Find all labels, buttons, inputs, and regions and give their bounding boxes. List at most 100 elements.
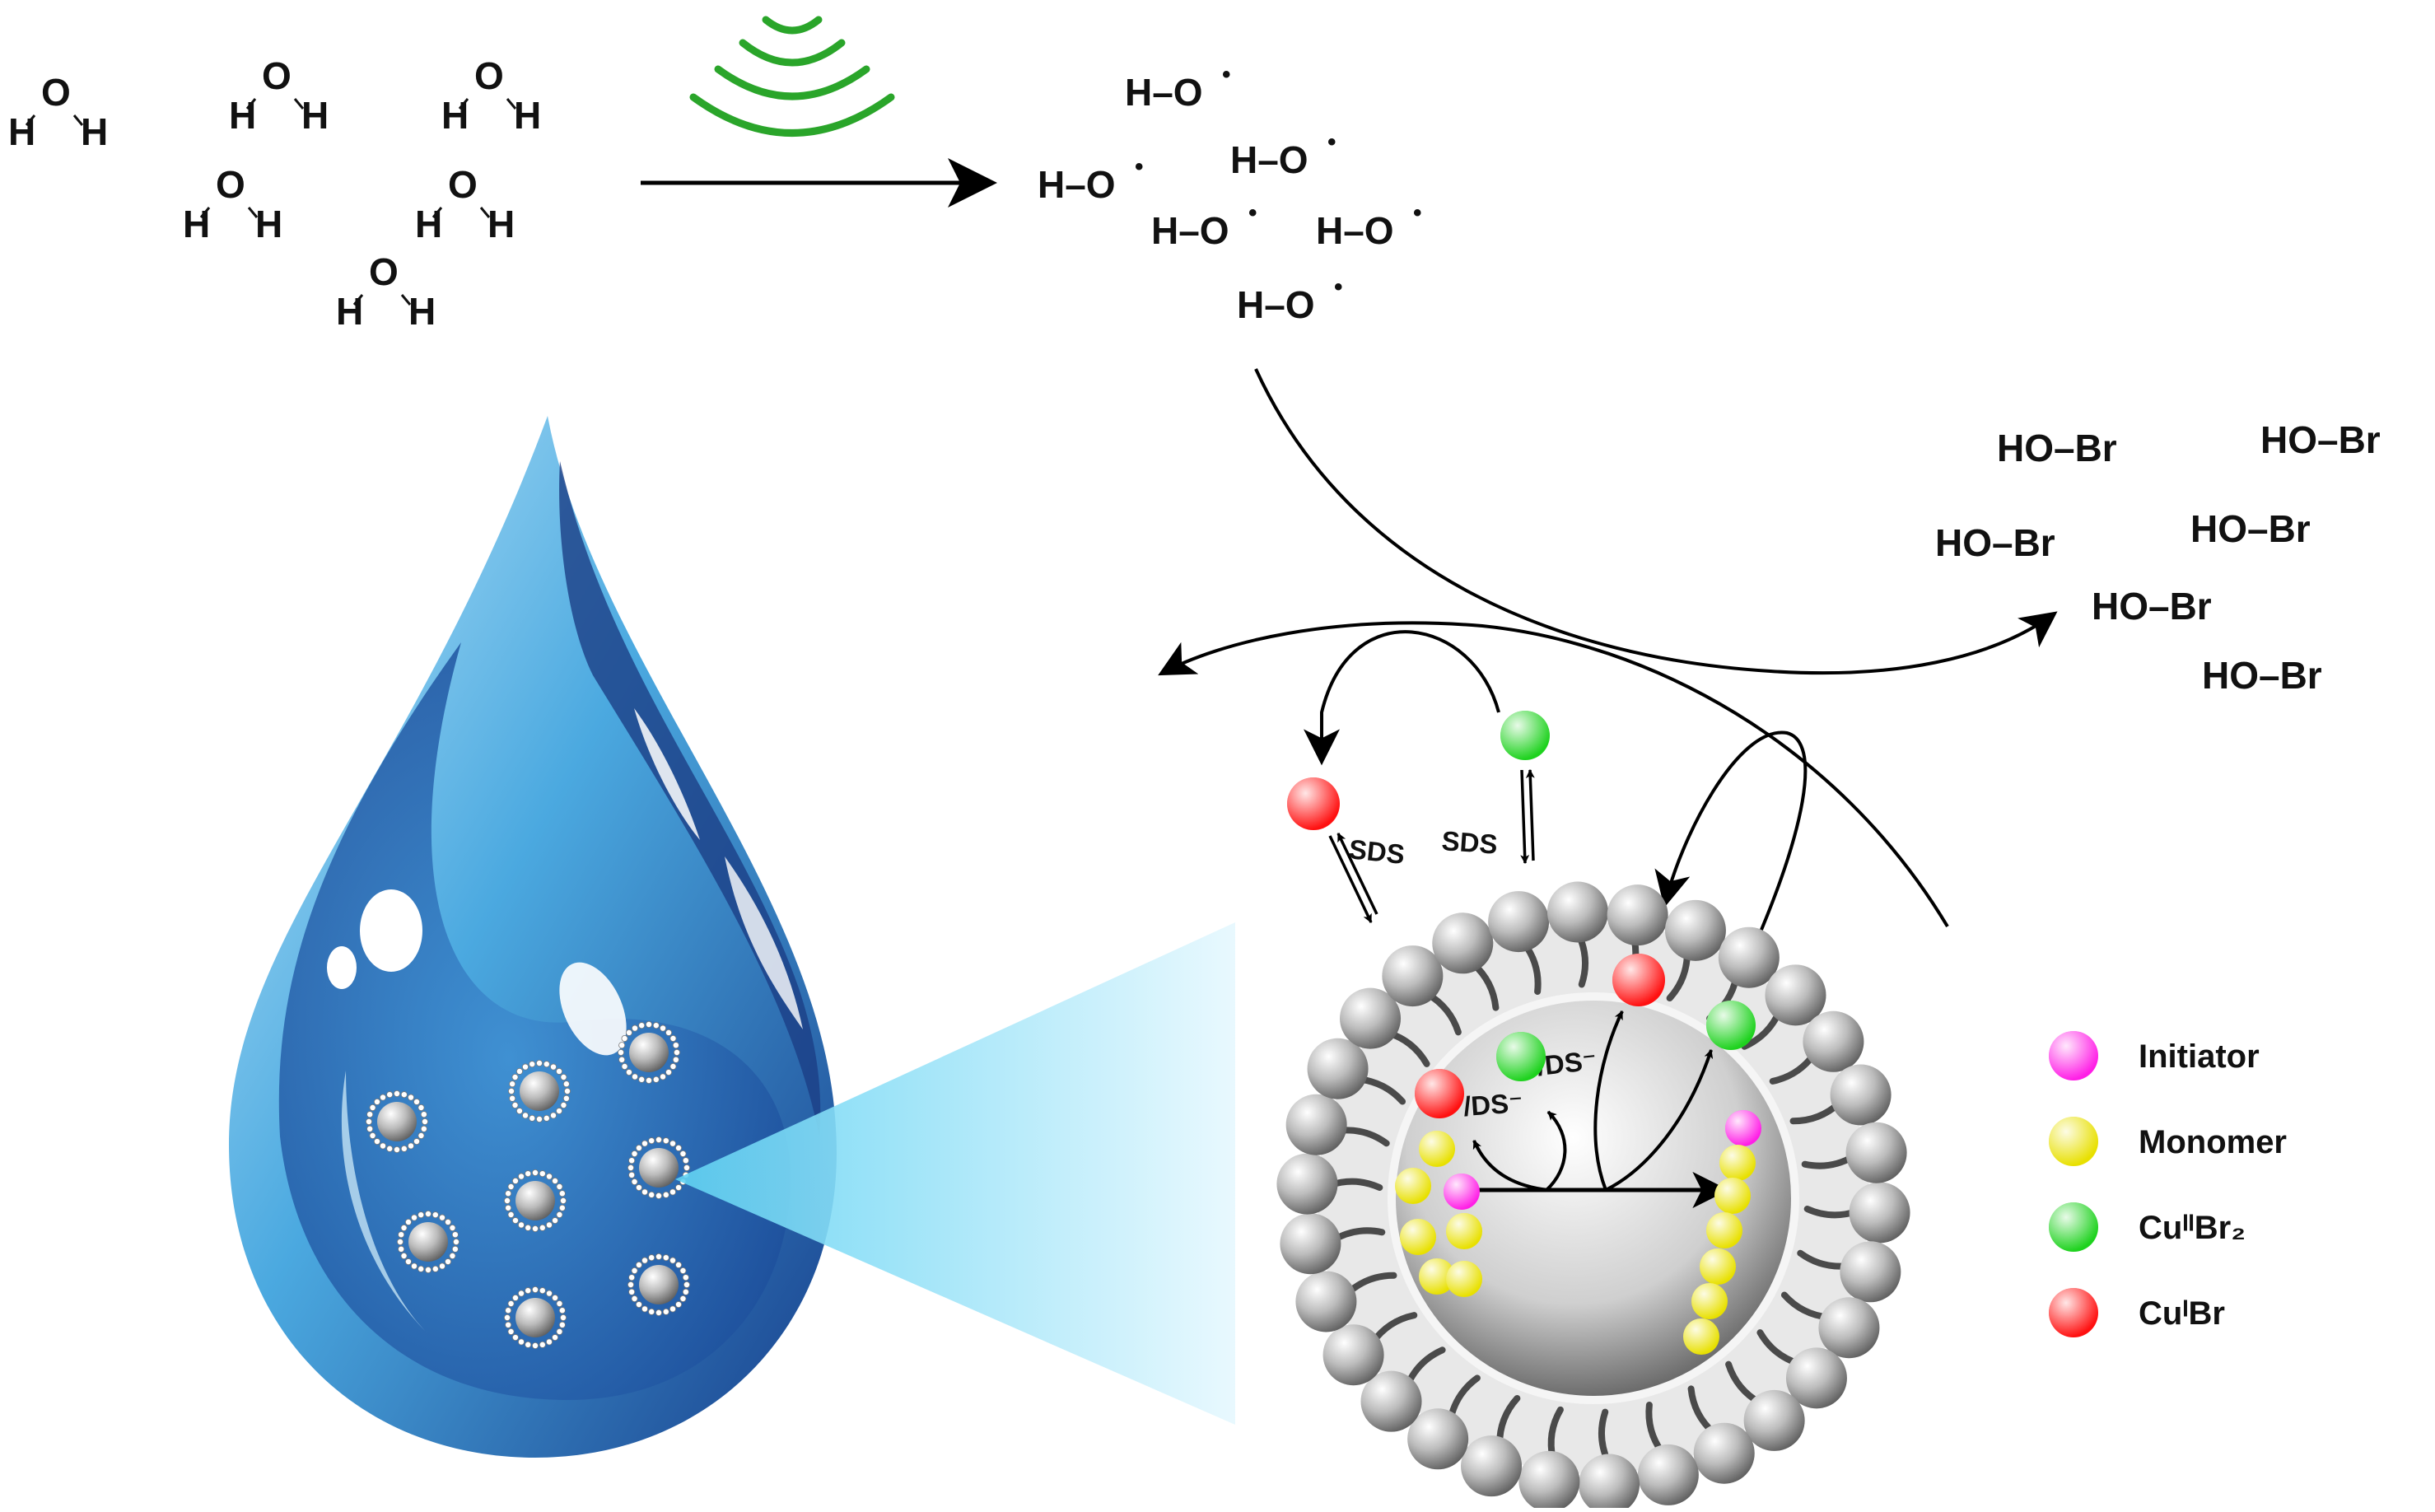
surfactant-dot [635,1261,642,1268]
legend-item: CuᴵBr [2049,1288,2225,1337]
surfactant-dot [652,1022,660,1029]
radical-label: H–O [1038,163,1116,206]
surfactant-dot [646,1021,653,1029]
hydrogen-atom: H [514,94,541,137]
surfactant-dot [449,1253,456,1260]
magnification-beam [675,922,1235,1425]
surfactant-dot [398,1231,405,1239]
radical-label: H–O [1237,283,1315,326]
surfactant-dot [511,1177,519,1184]
radical-label: H–O [1230,138,1308,181]
cui-br-ball [1287,777,1340,830]
surfactant-dot [669,1257,677,1264]
surfactant-dot [511,1074,519,1081]
monomer-ball [1400,1219,1436,1255]
particle-core [629,1033,669,1072]
surfactant-dot [631,1295,638,1303]
radical-dot: • [1248,199,1257,226]
cui-br-ball [1612,954,1665,1006]
surfactant-dot [556,1300,563,1308]
initiator-ball [1444,1174,1480,1210]
bond-line [479,207,491,218]
surfactant-dot [539,1341,546,1348]
surfactant-dot [635,1301,642,1309]
hydroxyl-radicals: H–O•H–O•H–O•H–O•H–O•H–O• [1038,61,1422,326]
cuii-br2-ball [1496,1032,1546,1081]
surfactant-dot [560,1314,567,1322]
surfactant-dot [558,1307,566,1314]
surfactant-dot [621,1035,628,1043]
surfactant-dot [669,1063,677,1071]
surfactant-heads [1276,881,1910,1512]
surfactant-dot [365,1118,372,1126]
surfactant-dot [539,1287,546,1295]
surfactant-head [1765,964,1826,1026]
surfactant-dot [407,1094,414,1101]
surfactant-dot [631,1150,638,1158]
surfactant-dot [679,1267,687,1275]
surfactant-dot [638,1022,646,1029]
surfactant-dot [400,1145,408,1152]
monomer-ball [1691,1283,1728,1319]
legend-label: CuᴵᴵBr₂ [2139,1210,2246,1246]
surfactant-dot [425,1267,432,1274]
surfactant-dot [400,1253,408,1260]
surfactant-dot [660,1073,667,1080]
particle-core [639,1148,679,1188]
droplet-particle [365,1090,429,1154]
surfactant-dot [417,1104,425,1112]
hobr-molecule: HO–Br [2202,654,2322,697]
surfactant-dot [413,1098,421,1105]
surfactant-dot [366,1125,374,1132]
surfactant-dot [529,1061,536,1068]
surfactant-dot [410,1262,417,1270]
droplet-particle [627,1253,691,1317]
surfactant-dot [621,1063,628,1071]
surfactant-dot [453,1239,460,1246]
surfactant-dot [648,1254,655,1262]
surfactant-dot [631,1178,638,1186]
surfactant-dot [672,1056,679,1063]
surfactant-dot [366,1111,374,1118]
surfactant-dot [552,1334,559,1342]
surfactant-dot [536,1060,543,1067]
surfactant-dot [679,1150,687,1158]
surfactant-dot [504,1314,511,1322]
radical-dot: • [1334,273,1343,301]
surfactant-head [1830,1064,1892,1126]
surfactant-dot [525,1287,532,1295]
deactivation-arrow-2 [1605,1048,1714,1192]
sds-equilibrium-left [1328,833,1378,923]
ds-label-lower: /DS⁻ [1462,1087,1524,1122]
surfactant-dot [682,1274,689,1281]
surfactant-head [1276,1153,1338,1215]
sds-label-right: SDS [1441,825,1499,860]
surfactant-dot [525,1170,532,1178]
surfactant-dot [556,1211,563,1219]
monomer-ball [1419,1131,1455,1167]
radical-label: H–O [1151,209,1229,252]
surfactant-dot [550,1112,557,1119]
surfactant-head [1579,1454,1640,1512]
surfactant-dot [632,1024,639,1032]
bond-line [400,294,412,306]
surfactant-head [1295,1271,1357,1332]
droplet-particle [627,1136,691,1200]
droplet-particle [396,1211,460,1274]
deactivation-arrow-1 [1593,1010,1624,1191]
surfactant-dot [546,1221,553,1229]
surfactant-head [1285,1094,1347,1155]
surfactant-dot [674,1049,681,1057]
surfactant-dot [543,1114,550,1122]
surfactant-head [1432,912,1494,974]
surfactant-dot [641,1140,649,1147]
surfactant-dot [675,1144,683,1151]
surfactant-dot [404,1258,412,1266]
surfactant-dot [422,1118,429,1126]
surfactant-dot [669,1140,677,1147]
surfactant-dot [525,1224,532,1231]
surfactant-dot [439,1214,446,1221]
